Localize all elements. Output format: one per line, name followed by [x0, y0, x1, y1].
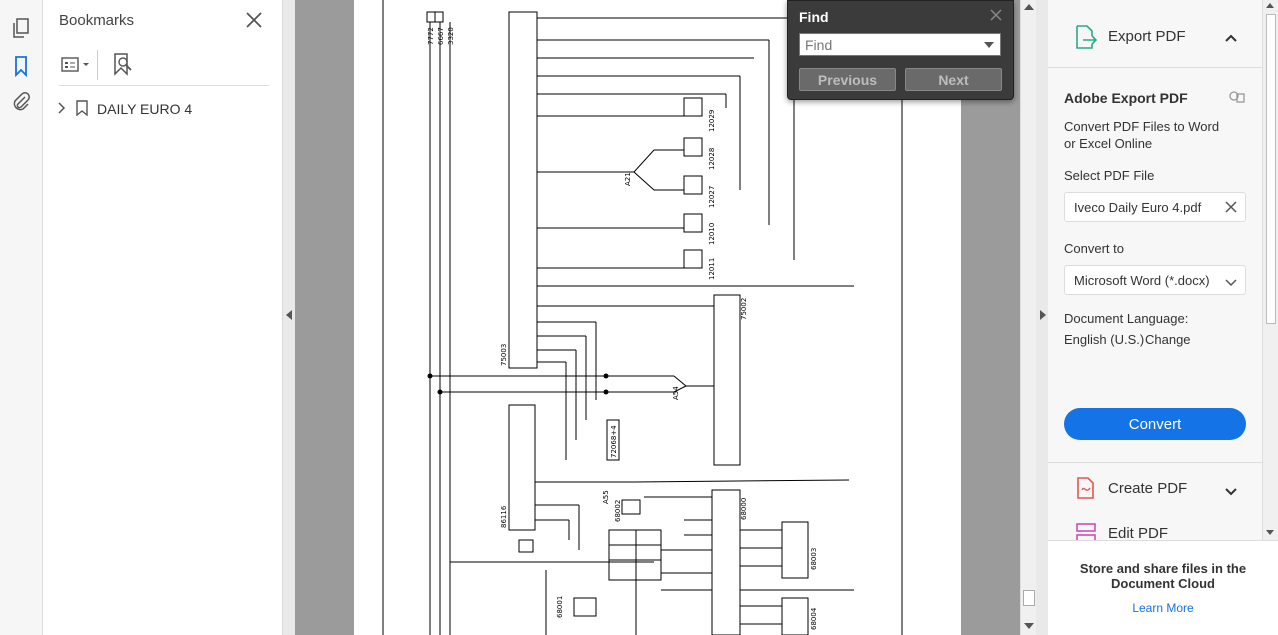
find-dialog: Find Find Previous Next [787, 0, 1014, 100]
document-scrollbar[interactable] [1020, 0, 1036, 635]
scroll-thumb[interactable] [1266, 14, 1276, 324]
module-label: 86116 [500, 505, 508, 528]
chevron-down-icon[interactable] [1224, 484, 1238, 502]
module-label: 68003 [810, 548, 818, 570]
export-description: Convert PDF Files to Word or Excel Onlin… [1064, 119, 1220, 151]
edit-pdf-icon [1074, 521, 1098, 540]
footer-text: Store and share files in the Document Cl… [1079, 561, 1247, 591]
create-pdf-label: Create PDF [1108, 480, 1188, 497]
bookmark-item-label: DAILY EURO 4 [97, 101, 193, 117]
wire-label: 6667 [437, 27, 445, 45]
scroll-up-icon[interactable] [1266, 3, 1274, 8]
relay-label: 12027 [708, 186, 716, 208]
bookmark-item-icon [75, 99, 89, 119]
left-panel-toggle[interactable] [283, 0, 295, 635]
chevron-down-icon [1225, 275, 1237, 290]
component-label: 72068+4 [610, 425, 618, 458]
selected-file-name: Iveco Daily Euro 4.pdf [1074, 200, 1202, 215]
wire-label: 7772 [427, 27, 435, 45]
next-button[interactable]: Next [905, 68, 1002, 91]
export-heading: Adobe Export PDF [1064, 90, 1188, 106]
relay-label: 12010 [708, 223, 716, 245]
scroll-down-icon[interactable] [1024, 623, 1034, 629]
module-label: 68000 [740, 498, 748, 520]
bookmarks-title: Bookmarks [59, 12, 135, 29]
find-bookmark-icon[interactable] [111, 52, 135, 76]
relay-label: 12028 [708, 148, 716, 170]
doc-language-label: Document Language: [1064, 311, 1189, 326]
module-label: 75002 [740, 298, 748, 320]
export-pdf-title: Export PDF [1108, 28, 1186, 45]
create-pdf-icon [1074, 476, 1098, 505]
close-icon[interactable] [1225, 201, 1237, 216]
edit-pdf-label: Edit PDF [1108, 525, 1169, 540]
selected-file-field[interactable]: Iveco Daily Euro 4.pdf [1064, 192, 1246, 222]
bookmarks-panel: Bookmarks DAILY EURO 4 [43, 0, 283, 635]
options-icon[interactable] [59, 54, 93, 76]
wire-label: 3320 [447, 27, 455, 45]
junction-label: A55 [602, 490, 610, 504]
wiring-diagram: 7772 6667 3320 75003 12029 12028 12027 1… [382, 0, 903, 635]
create-pdf-tool[interactable]: Create PDF [1048, 470, 1262, 506]
find-input[interactable]: Find [799, 33, 1001, 56]
divider [1048, 462, 1262, 463]
document-cloud-footer: Store and share files in the Document Cl… [1048, 540, 1278, 635]
pages-icon[interactable] [9, 16, 33, 40]
bookmark-item[interactable]: DAILY EURO 4 [57, 98, 192, 120]
learn-more-link[interactable]: Learn More [1132, 601, 1194, 615]
module-label: 75003 [500, 344, 508, 366]
convert-to-value: Microsoft Word (*.docx) [1074, 273, 1210, 288]
convert-to-label: Convert to [1064, 241, 1124, 256]
chevron-down-icon[interactable] [984, 42, 994, 48]
change-language-link[interactable]: Change [1145, 332, 1191, 347]
doc-language-value: English (U.S.) [1064, 332, 1145, 347]
module-label: 68004 [810, 607, 818, 630]
component-label: 68001 [556, 596, 564, 618]
junction-label: A21 [624, 172, 632, 186]
chevron-right-icon[interactable] [57, 101, 69, 117]
previous-button[interactable]: Previous [799, 68, 896, 91]
export-pdf-header[interactable]: Export PDF [1048, 0, 1262, 68]
junction-label: A54 [672, 386, 680, 400]
toolbar-divider [97, 50, 98, 80]
convert-to-select[interactable]: Microsoft Word (*.docx) [1064, 265, 1246, 295]
component-label: 68002 [614, 500, 622, 522]
cloud-icon [1228, 88, 1246, 109]
scroll-down-icon[interactable] [1266, 530, 1274, 535]
bookmark-icon[interactable] [9, 54, 33, 78]
pdf-page[interactable] [354, 0, 961, 635]
export-pdf-icon [1074, 24, 1098, 55]
scroll-thumb[interactable] [1023, 590, 1035, 606]
collapse-left-icon [286, 310, 292, 320]
close-icon[interactable] [244, 10, 264, 30]
close-icon[interactable] [989, 8, 1003, 22]
collapse-right-icon [1040, 310, 1046, 320]
relay-label: 12029 [708, 110, 716, 132]
find-title: Find [799, 9, 829, 25]
tools-pane: Export PDF Adobe Export PDF Convert PDF … [1048, 0, 1262, 635]
left-rail [0, 0, 43, 635]
convert-button[interactable]: Convert [1064, 408, 1246, 440]
wire-bundle [537, 17, 854, 460]
bookmarks-toolbar [59, 48, 269, 86]
paperclip-icon[interactable] [9, 90, 33, 114]
find-placeholder: Find [805, 37, 833, 53]
chevron-up-icon[interactable] [1224, 30, 1238, 48]
tools-scrollbar[interactable] [1262, 0, 1278, 540]
select-pdf-link[interactable]: Select PDF File [1064, 168, 1155, 183]
edit-pdf-tool[interactable]: Edit PDF [1048, 515, 1262, 540]
right-panel-toggle[interactable] [1036, 0, 1048, 635]
relay-label: 12011 [708, 258, 716, 280]
relay-group [683, 97, 703, 269]
scroll-up-icon[interactable] [1024, 4, 1034, 10]
